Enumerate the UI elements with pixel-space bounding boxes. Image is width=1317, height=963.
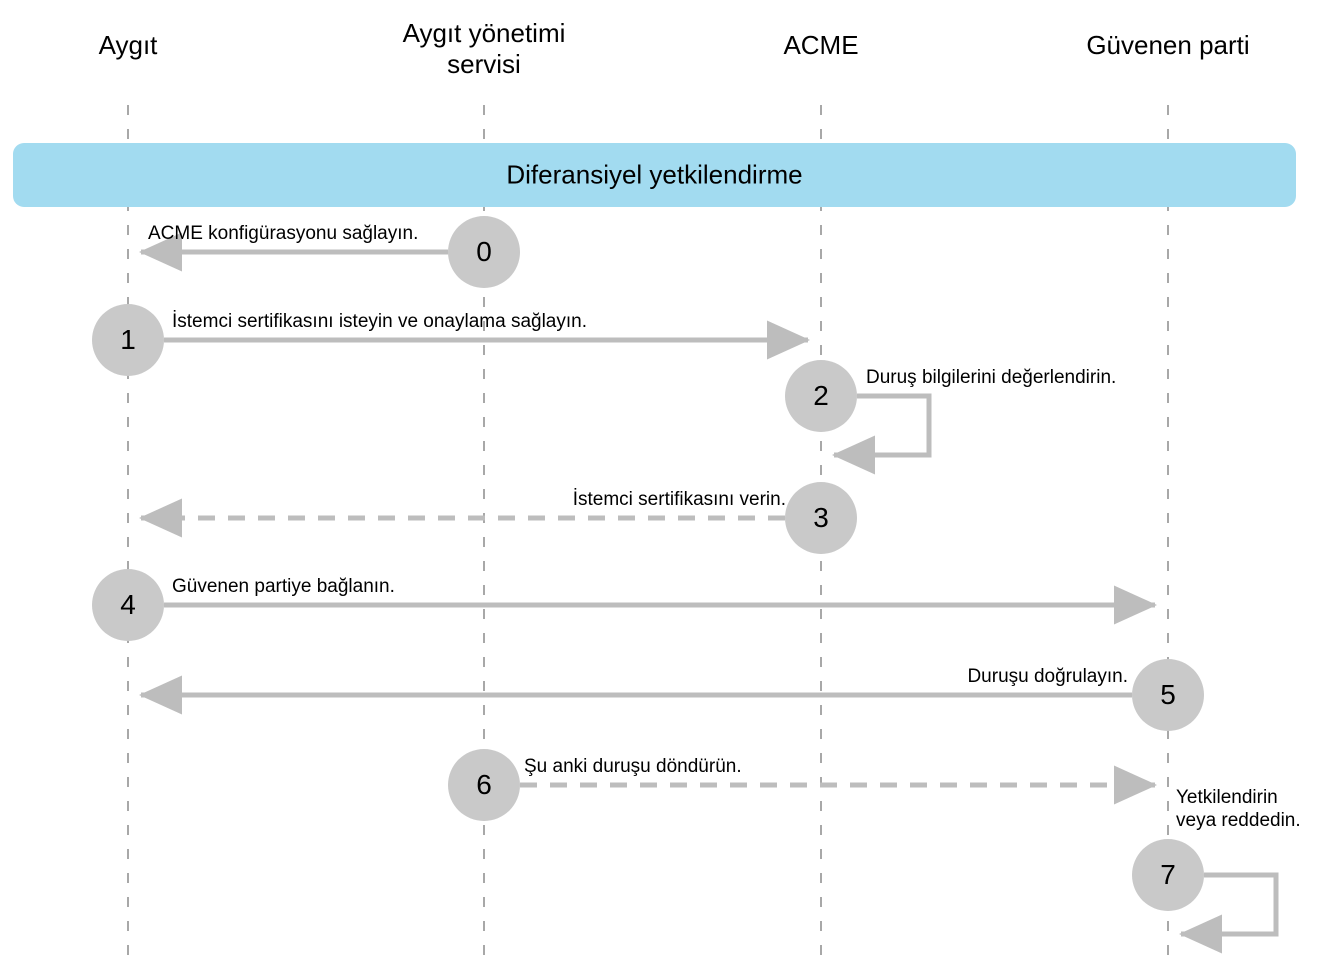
step-badge-1: 1 — [92, 304, 164, 376]
phase-banner-label: Diferansiyel yetkilendirme — [506, 159, 803, 190]
phase-banner-group — [13, 143, 1296, 207]
step-badge-0: 0 — [448, 216, 520, 288]
message-5-label: Duruşu doğrulayın. — [967, 666, 1128, 687]
message-7-label: Yetkilendirin veya reddedin. — [1176, 787, 1301, 831]
lane-header-device: Aygıt — [98, 30, 158, 60]
step-badge-7: 7 — [1132, 839, 1204, 911]
step-badge-2: 2 — [785, 360, 857, 432]
lane-header-device-management-service: Aygıt yönetimi servisi — [402, 18, 566, 79]
message-0-label: ACME konfigürasyonu sağlayın. — [148, 223, 419, 244]
step-badge-3: 3 — [785, 482, 857, 554]
lane-header-relying-party: Güvenen parti — [1086, 30, 1250, 60]
message-4-label: Güvenen partiye bağlanın. — [172, 576, 395, 597]
step-badge-4: 4 — [92, 569, 164, 641]
message-3-label: İstemci sertifikasını verin. — [572, 489, 786, 510]
phase-banner — [13, 143, 1296, 207]
message-7-self-loop — [1178, 872, 1279, 954]
message-2-label: Duruş bilgilerini değerlendirin. — [866, 367, 1117, 388]
step-badge-6: 6 — [448, 749, 520, 821]
message-2-self-loop — [831, 393, 932, 475]
message-1-label: İstemci sertifikasını isteyin ve onaylam… — [172, 311, 588, 332]
message-6-label: Şu anki duruşu döndürün. — [524, 756, 742, 777]
lane-header-acme: ACME — [783, 30, 859, 60]
message-connectors-group — [138, 232, 1279, 954]
step-badge-5: 5 — [1132, 659, 1204, 731]
